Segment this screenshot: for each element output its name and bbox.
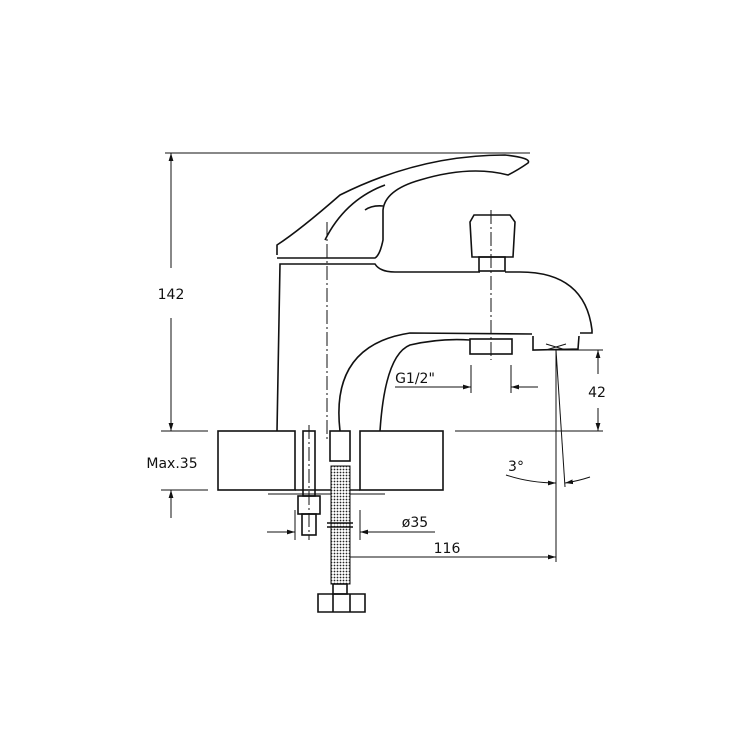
dim-3deg: 3° [508,459,524,475]
dim-d35: ø35 [402,515,428,531]
dimensions: 142 Max.35 G1/2" 42 3° ø35 116 [146,152,606,562]
dim-max35: Max.35 [146,456,197,472]
faucet-body [276,154,593,440]
dim-116: 116 [434,541,461,557]
dim-142: 142 [158,287,185,303]
dim-g12: G1/2" [395,371,435,387]
deck-section [161,430,603,495]
supply-hose [297,425,366,613]
dim-42: 42 [588,385,606,401]
